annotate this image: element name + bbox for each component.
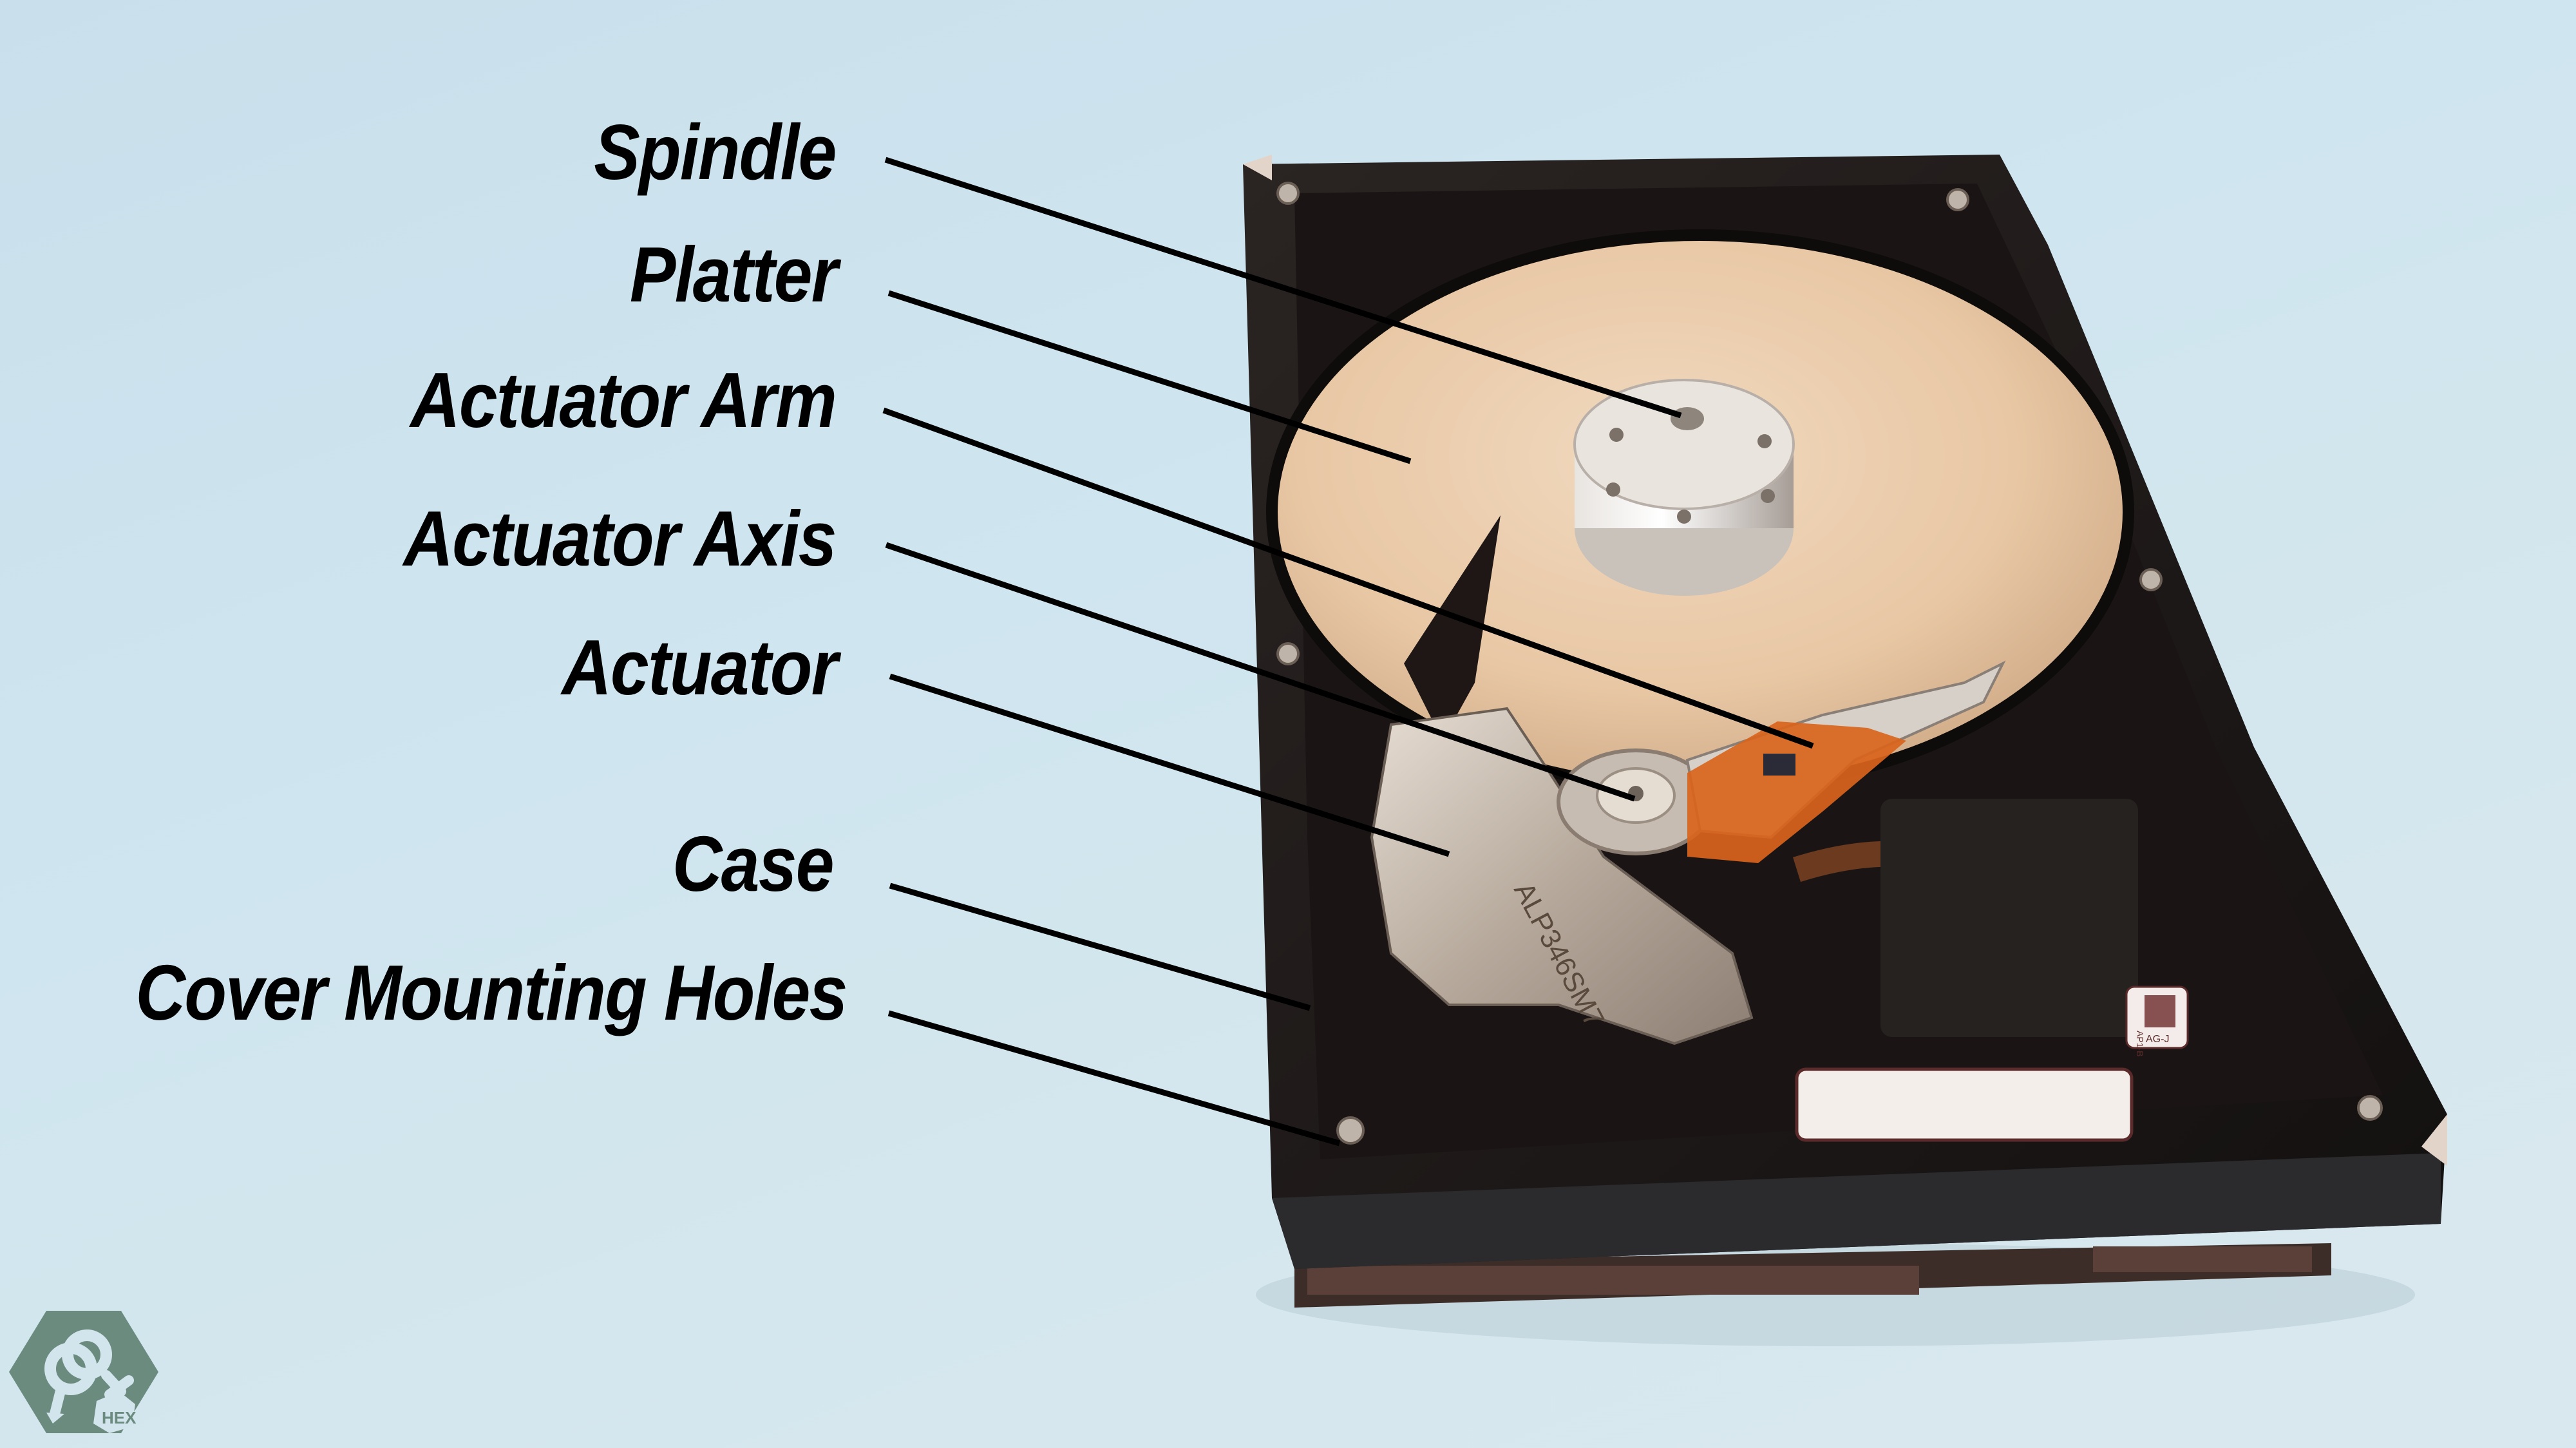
case-front-edge (1272, 1153, 2441, 1269)
leader-line (882, 407, 1814, 749)
actuator-axis (1557, 748, 1715, 855)
leader-line (884, 157, 1682, 419)
label-spindle: Spindle (594, 108, 837, 196)
leader-line (885, 542, 1636, 802)
leader-line (889, 882, 1311, 1011)
leader-line (889, 673, 1450, 857)
head-ramp (1404, 515, 1501, 741)
case-corner (2421, 1114, 2447, 1166)
blank-label (1795, 1067, 2134, 1142)
actuator-plate (1370, 707, 1754, 1045)
leader-line (887, 290, 1412, 464)
label-case: Case (672, 820, 834, 908)
leader-lines (882, 157, 1814, 1147)
label-platter: Platter (630, 231, 838, 318)
label-actuator-axis: Actuator Axis (403, 495, 837, 582)
label-actuator-arm: Actuator Arm (410, 356, 837, 444)
spindle-hub (1573, 379, 1795, 596)
label-actuator: Actuator (562, 624, 838, 711)
label-cover-mounting-holes: Cover Mounting Holes (135, 949, 848, 1036)
flex-circuit (1687, 721, 1906, 863)
cover-mounting-holes (1276, 182, 2383, 1145)
preamp-chip (1763, 754, 1795, 776)
svg-text:HEX: HEX (102, 1408, 137, 1427)
datamatrix-sticker: AG-J AP1-B (2125, 986, 2189, 1056)
connector-strip (1294, 1243, 2331, 1308)
hex-logo-icon: HEX (9, 1311, 158, 1433)
hex-cube-icon: HEX (93, 1391, 137, 1433)
connector-block (1880, 799, 2138, 1037)
case-corner (1243, 155, 1272, 180)
leader-line (887, 1010, 1341, 1147)
svg-text:AG-J: AG-J (2146, 1034, 2169, 1045)
svg-text:AP1-B: AP1-B (2135, 1031, 2145, 1056)
